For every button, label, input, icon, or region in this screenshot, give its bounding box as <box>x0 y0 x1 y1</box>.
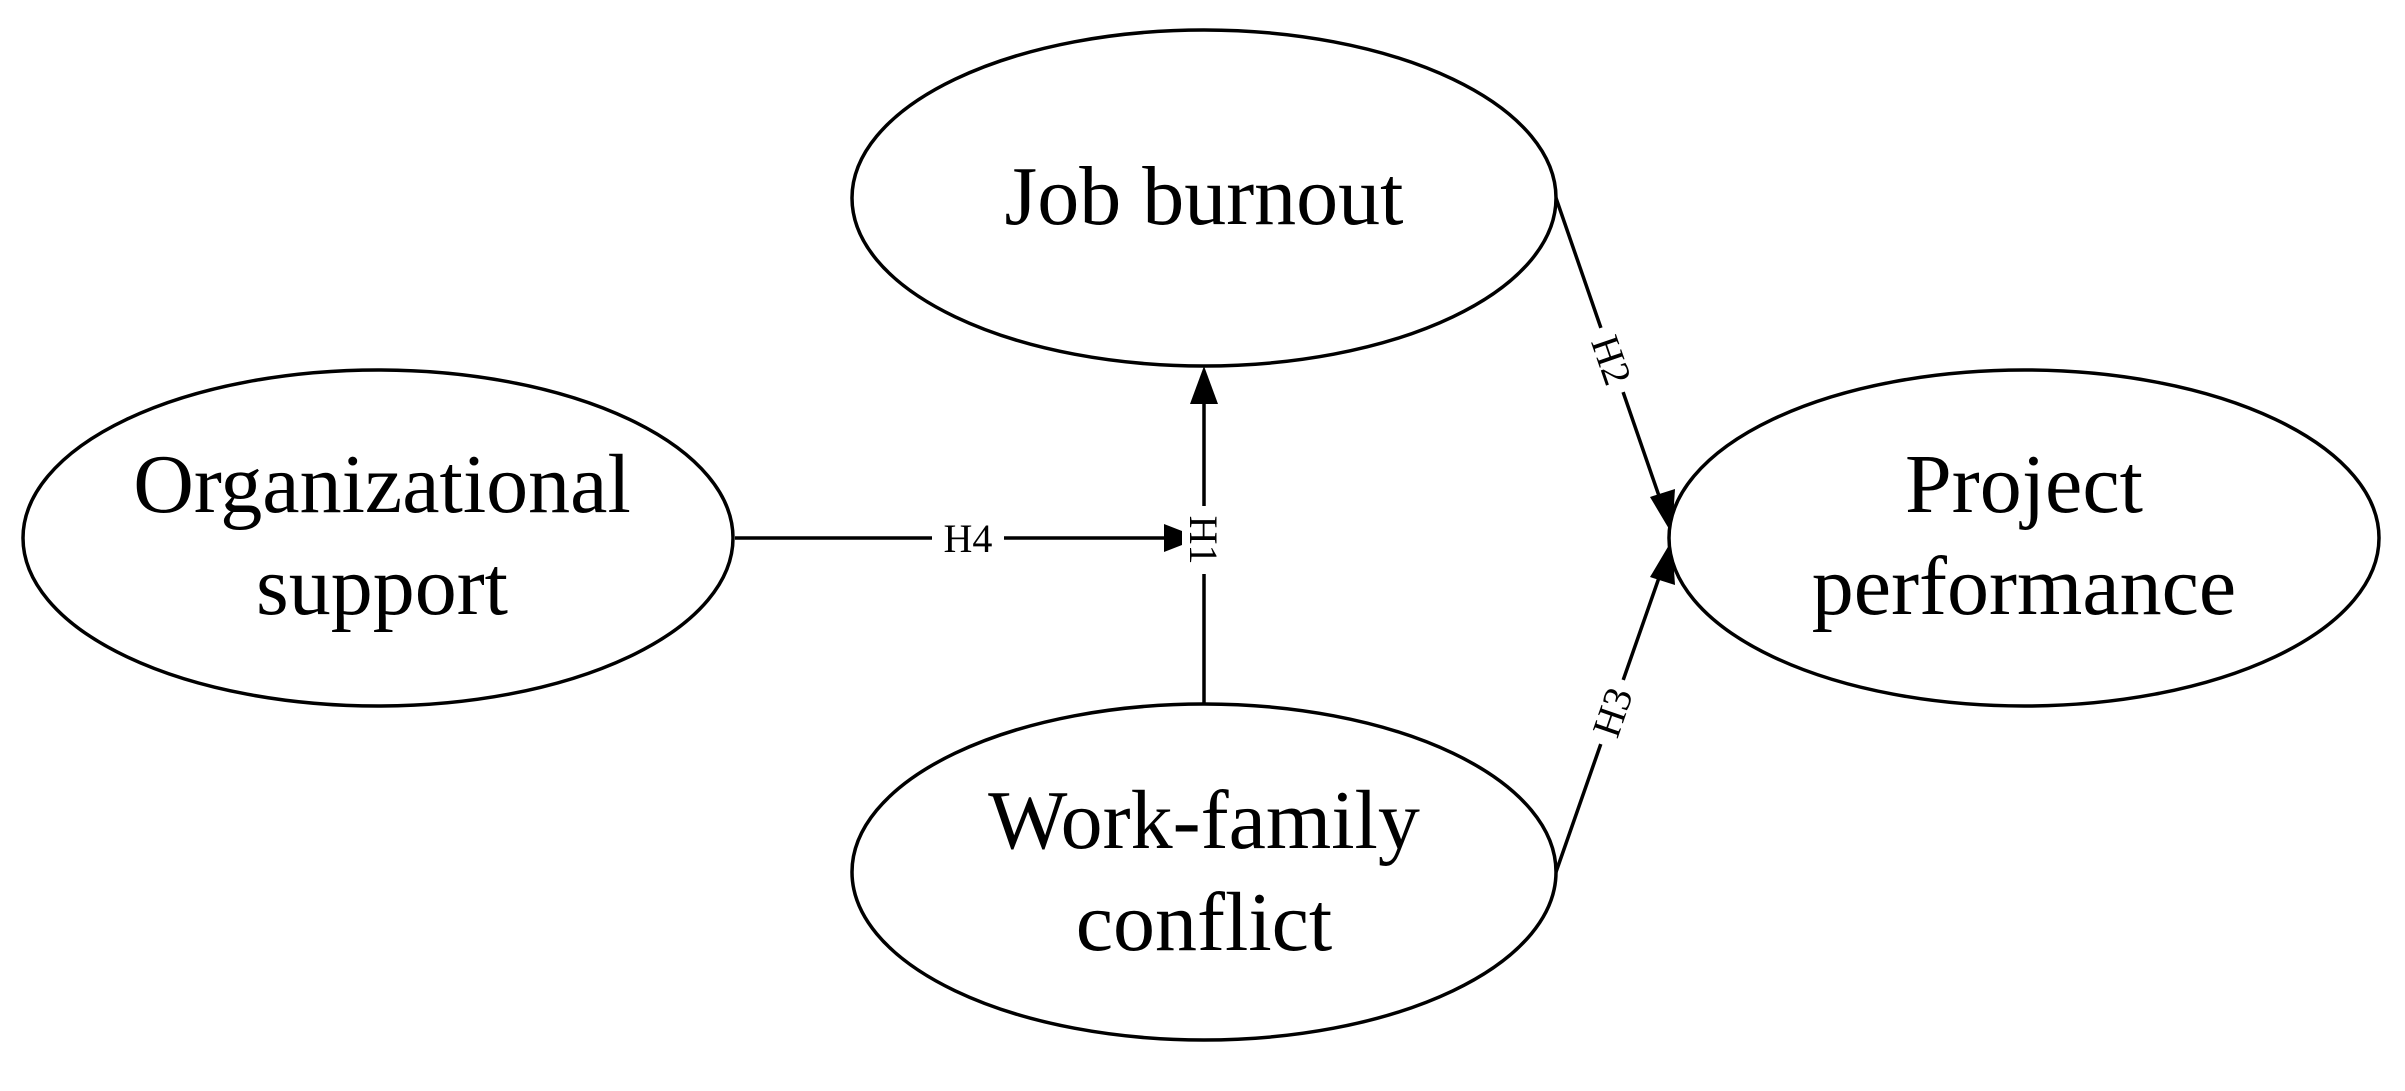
arrowhead-h1 <box>1190 366 1218 404</box>
node-job-burnout: Job burnout <box>850 28 1558 368</box>
edge-labels: H4 H1 H2 H3 <box>932 320 1644 752</box>
node-organizational-support: Organizational support <box>21 368 735 708</box>
edge-label-h4: H4 <box>944 516 993 561</box>
node-project-performance-line1: Project <box>1905 438 2143 531</box>
edge-label-h1: H1 <box>1181 516 1226 565</box>
node-organizational-support-line1: Organizational <box>133 438 631 531</box>
node-work-family-conflict-line1: Work-family <box>988 774 1420 867</box>
node-project-performance: Project performance <box>1667 368 2381 708</box>
node-project-performance-line2: performance <box>1812 540 2236 633</box>
node-work-family-conflict: Work-family conflict <box>850 702 1558 1042</box>
node-job-burnout-label: Job burnout <box>1005 150 1404 243</box>
node-work-family-conflict-line2: conflict <box>1076 876 1333 969</box>
node-organizational-support-line2: support <box>256 540 508 633</box>
